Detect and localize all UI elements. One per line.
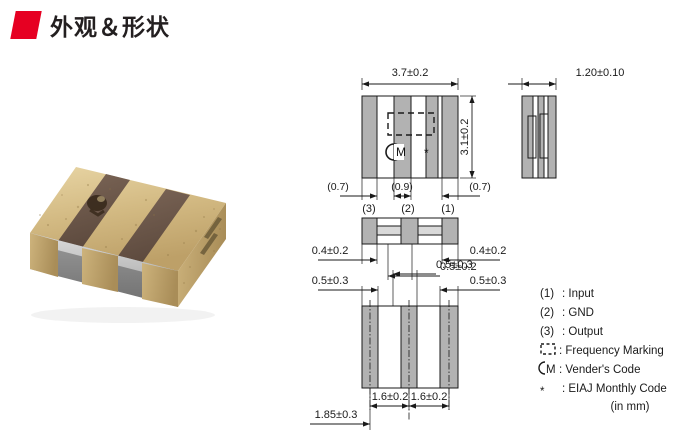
- red-parallelogram-icon: [10, 11, 42, 39]
- side-view: 1.20±0.10: [508, 67, 624, 179]
- legend-circle-m-icon: M: [538, 361, 556, 376]
- legend-symbol-5: *: [540, 386, 545, 398]
- dim-pitch-left: 1.6±0.2: [369, 388, 410, 410]
- legend-text-3: : Frequency Marking: [559, 345, 664, 357]
- front-view: 0.4±0.2 0.4±0.2 0.5±0.2: [312, 217, 507, 280]
- dim-label-width: 3.7±0.2: [392, 67, 429, 79]
- top-view: M * 3.7±0.2 3.1±0.2: [327, 67, 491, 215]
- legend-dashed-box-icon: [540, 343, 556, 355]
- vender-code-mark: M: [385, 143, 406, 161]
- dim-bottom-right: 0.5±0.3: [439, 275, 507, 306]
- dim-bottom-center: 0.5±0.3: [392, 259, 473, 306]
- legend-text-5: : EIAJ Monthly Code: [562, 383, 667, 395]
- dim-pad-left: (0.7): [327, 178, 378, 200]
- technical-drawing: M * 3.7±0.2 3.1±0.2: [300, 58, 695, 445]
- bottom-view: 0.5±0.3 0.5±0.3 0.5±0.3: [310, 259, 506, 430]
- product-photo-illustration: [30, 167, 226, 323]
- photo-right-face: [178, 203, 226, 307]
- dim-top-height: 3.1±0.2: [459, 95, 476, 179]
- terminal-label-1: (1): [441, 203, 454, 215]
- dim-label-pad-mid: (0.9): [391, 181, 413, 193]
- page-title: 外观＆形状: [50, 14, 170, 40]
- legend: (1) : Input (2) : GND (3) : Output : Fre…: [538, 288, 667, 398]
- photo-top-face: [30, 167, 226, 271]
- dim-label-pitch-left: 1.6±0.2: [372, 391, 409, 403]
- dim-label-offset: 1.85±0.3: [315, 409, 358, 421]
- dim-label-thickness: 1.20±0.10: [576, 67, 625, 79]
- dim-label-bottom-center: 0.5±0.3: [436, 259, 473, 271]
- dim-bottom-left: 0.5±0.3: [312, 275, 379, 306]
- dim-front-right: 0.4±0.2: [441, 244, 507, 264]
- dim-label-bottom-left: 0.5±0.3: [312, 275, 349, 287]
- vender-code-letter: M: [396, 145, 406, 159]
- dim-label-height: 3.1±0.2: [459, 119, 471, 156]
- dim-front-left: 0.4±0.2: [312, 244, 378, 264]
- dim-label-bottom-right: 0.5±0.3: [470, 275, 507, 287]
- photo-vender-code-mark: [87, 195, 107, 217]
- technical-drawing-svg: M * 3.7±0.2 3.1±0.2: [310, 67, 667, 430]
- dim-pad-mid: (0.9): [391, 178, 413, 200]
- terminal-label-2: (2): [401, 203, 414, 215]
- dim-top-width: 3.7±0.2: [361, 67, 459, 90]
- legend-text-1: : GND: [562, 307, 594, 319]
- dim-label-front-center: 0.5±0.2: [440, 261, 477, 273]
- legend-symbol-0: (1): [540, 288, 554, 300]
- dim-pitch-right: 1.6±0.2: [409, 388, 450, 410]
- units-note: (in mm): [611, 401, 650, 413]
- page-header: 外观＆形状: [0, 0, 695, 52]
- dim-offset: 1.85±0.3: [310, 409, 371, 430]
- dim-side-thickness: 1.20±0.10: [508, 67, 624, 90]
- legend-text-2: : Output: [562, 326, 604, 338]
- legend-text-0: : Input: [562, 288, 595, 300]
- legend-text-4: : Vender's Code: [559, 364, 640, 376]
- legend-symbol-1: (2): [540, 307, 554, 319]
- dim-pad-right: (0.7): [441, 178, 491, 200]
- dim-label-pad-left: (0.7): [327, 181, 349, 193]
- svg-text:M: M: [546, 364, 556, 376]
- dim-label-front-right: 0.4±0.2: [470, 245, 507, 257]
- dim-label-pad-right: (0.7): [469, 181, 491, 193]
- frequency-marking-box: [387, 112, 435, 136]
- product-photo: [18, 155, 288, 355]
- legend-symbol-2: (3): [540, 326, 554, 338]
- dim-label-front-left: 0.4±0.2: [312, 245, 349, 257]
- monthly-code-mark: *: [424, 146, 429, 160]
- dim-label-pitch-right: 1.6±0.2: [411, 391, 448, 403]
- photo-front-face: [30, 233, 178, 307]
- terminal-label-3: (3): [362, 203, 375, 215]
